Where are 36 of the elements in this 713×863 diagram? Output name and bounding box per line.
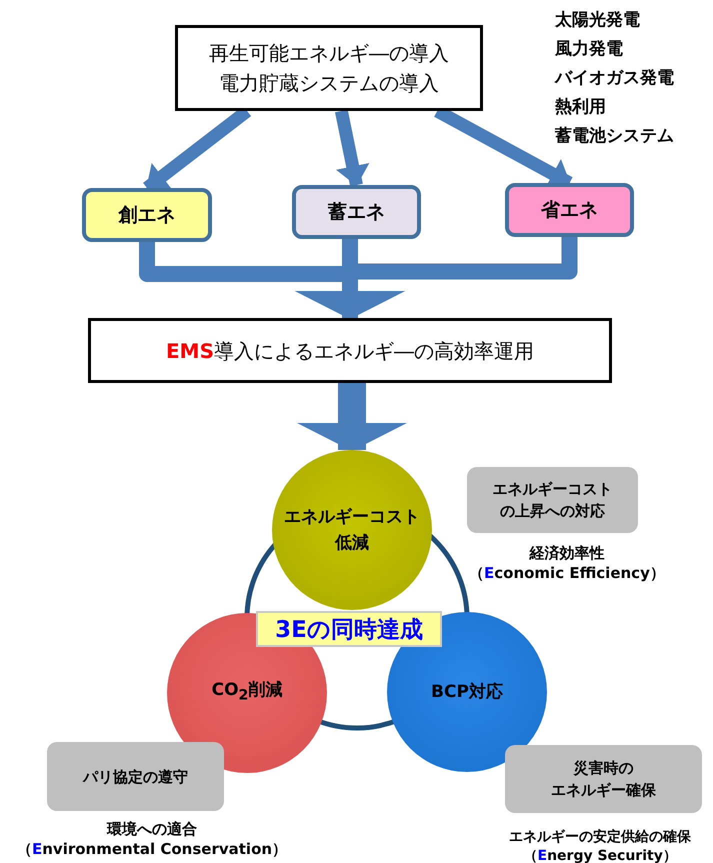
block-arrow xyxy=(297,383,407,451)
category-label: 環境への適合 xyxy=(107,820,197,839)
list-item: バイオガス発電 xyxy=(555,67,674,89)
rounded-box xyxy=(47,742,224,811)
highlight-box xyxy=(256,611,442,647)
box-label: 省エネ xyxy=(541,198,598,223)
box-label: 創エネ xyxy=(118,203,176,228)
list-item: 熱利用 xyxy=(555,96,606,118)
rounded-box xyxy=(82,188,212,242)
box-label: 3Eの同時達成 xyxy=(275,616,423,644)
category-label: 経済効率性 xyxy=(530,544,604,563)
block-arrow xyxy=(335,110,370,186)
process-box xyxy=(175,25,483,111)
category-label: （Economic Efficiency） xyxy=(469,564,665,583)
box-label: エネルギー確保 xyxy=(551,780,656,801)
category-label: （Energy Security） xyxy=(524,847,677,863)
category-label: エネルギーの安定供給の確保 xyxy=(509,828,691,846)
box-label: EMS導入によるエネルギ―の高効率運用 xyxy=(166,338,534,364)
box-label: 再生可能エネルギ―の導入 xyxy=(209,40,449,67)
process-box xyxy=(88,318,612,383)
box-label: パリ協定の遵守 xyxy=(83,766,188,788)
box-label: エネルギーコストの上昇への対応 xyxy=(492,479,612,522)
box-label: CO$_{2}$削減 xyxy=(212,679,282,706)
rounded-box xyxy=(292,185,421,239)
list-item: 太陽光発電 xyxy=(555,9,640,31)
box-label: 蓄エネ xyxy=(328,200,385,225)
rounded-box xyxy=(505,183,634,237)
list-item: 蓄電池システム xyxy=(555,125,674,147)
list-item: 風力発電 xyxy=(555,38,623,60)
category-label: （Environmental Conservation） xyxy=(17,840,288,859)
box-label: エネルギーコスト低減 xyxy=(284,506,420,555)
box-label: 災害時の xyxy=(574,758,634,779)
rounded-box xyxy=(467,467,638,533)
box-label: 電力貯蔵システムの導入 xyxy=(219,70,439,97)
box-label: BCP対応 xyxy=(431,681,503,704)
rounded-box xyxy=(505,745,702,813)
